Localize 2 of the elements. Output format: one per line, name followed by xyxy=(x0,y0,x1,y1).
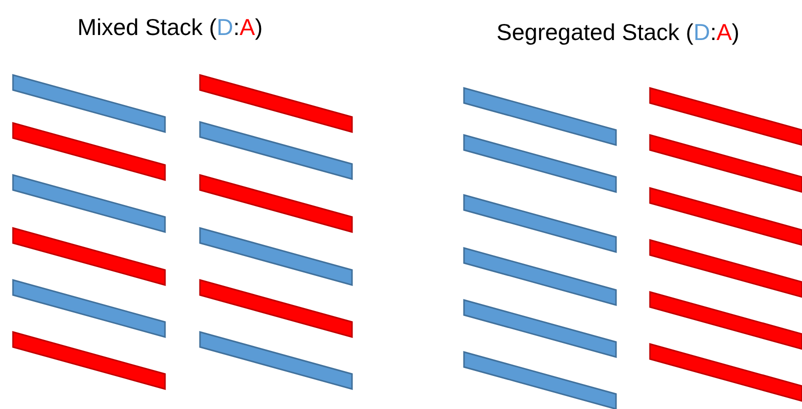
stack-title: Segregated Stack (D:A) xyxy=(496,19,740,46)
stack-title: Mixed Stack (D:A) xyxy=(77,14,263,41)
